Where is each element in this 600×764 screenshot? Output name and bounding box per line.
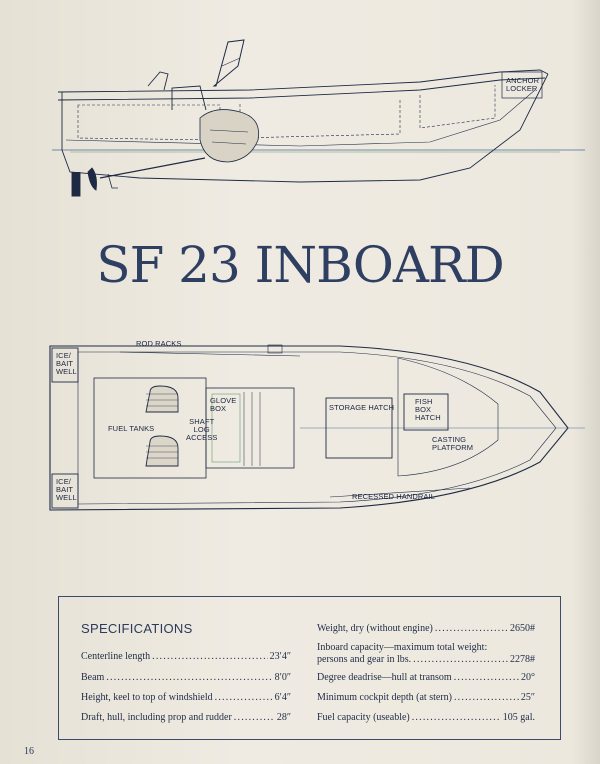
spec-label: Degree deadrise—hull at transom bbox=[317, 672, 452, 683]
label-casting-platform: CASTING PLATFORM bbox=[432, 435, 474, 452]
spec-row: persons and gear in lbs. ...............… bbox=[317, 654, 535, 665]
spec-label: Draft, hull, including prop and rudder bbox=[81, 712, 232, 723]
label-anchor-locker: ANCHOR LOCKER bbox=[506, 76, 540, 93]
label-fuel-tanks: FUEL TANKS bbox=[108, 424, 155, 433]
label-shaft-log-access: SHAFT LOG ACCESS bbox=[186, 417, 218, 442]
page-number: 16 bbox=[24, 746, 34, 757]
spec-value: 20° bbox=[521, 672, 535, 683]
label-ice-bait-well-bottom: ICE/ BAIT WELL bbox=[56, 477, 77, 502]
spec-label: Beam bbox=[81, 672, 105, 683]
spec-row: Fuel capacity (useable) ................… bbox=[317, 712, 535, 723]
spec-value: 6′4″ bbox=[274, 692, 291, 703]
spec-row: Minimum cockpit depth (at stern) .......… bbox=[317, 692, 535, 703]
spec-value: 2650# bbox=[510, 623, 535, 634]
page-binding-shadow bbox=[572, 0, 600, 764]
spec-row: Height, keel to top of windshield ......… bbox=[81, 692, 291, 703]
spec-label: Fuel capacity (useable) bbox=[317, 712, 410, 723]
spec-value: 25″ bbox=[520, 692, 535, 703]
label-recessed-handrail: RECESSED HANDRAIL bbox=[352, 492, 435, 501]
label-rod-racks: ROD RACKS bbox=[136, 339, 182, 348]
spec-label: Centerline length bbox=[81, 651, 151, 662]
spec-row: Centerline length ......................… bbox=[81, 651, 291, 662]
spec-label-line1: Inboard capacity—maximum total weight: bbox=[317, 642, 488, 653]
label-fish-box-hatch: FISH BOX HATCH bbox=[415, 397, 441, 422]
profile-view bbox=[52, 39, 585, 197]
spec-row: Weight, dry (without engine) ...........… bbox=[317, 623, 535, 634]
spec-label: Weight, dry (without engine) bbox=[317, 623, 433, 634]
spec-value: 2278# bbox=[510, 654, 535, 665]
spec-value: 105 gal. bbox=[502, 712, 535, 723]
page-title: SF 23 INBOARD bbox=[96, 236, 504, 294]
label-storage-hatch: STORAGE HATCH bbox=[329, 403, 395, 412]
spec-value: 8′0″ bbox=[274, 672, 291, 683]
label-ice-bait-well-top: ICE/ BAIT WELL bbox=[56, 351, 77, 376]
specifications-box: SPECIFICATIONS Centerline length .......… bbox=[58, 596, 561, 740]
spec-row: Beam ...................................… bbox=[81, 672, 291, 683]
specifications-heading: SPECIFICATIONS bbox=[81, 621, 193, 636]
spec-label: Minimum cockpit depth (at stern) bbox=[317, 692, 452, 703]
spec-value: 28″ bbox=[276, 712, 291, 723]
label-glove-box: GLOVE BOX bbox=[210, 396, 237, 413]
spec-label: Height, keel to top of windshield bbox=[81, 692, 213, 703]
spec-row: Degree deadrise—hull at transom ........… bbox=[317, 672, 535, 683]
spec-value: 23′4″ bbox=[269, 651, 291, 662]
spec-row: Draft, hull, including prop and rudder .… bbox=[81, 712, 291, 723]
spec-label: persons and gear in lbs. bbox=[317, 654, 412, 665]
plan-view bbox=[49, 344, 585, 511]
